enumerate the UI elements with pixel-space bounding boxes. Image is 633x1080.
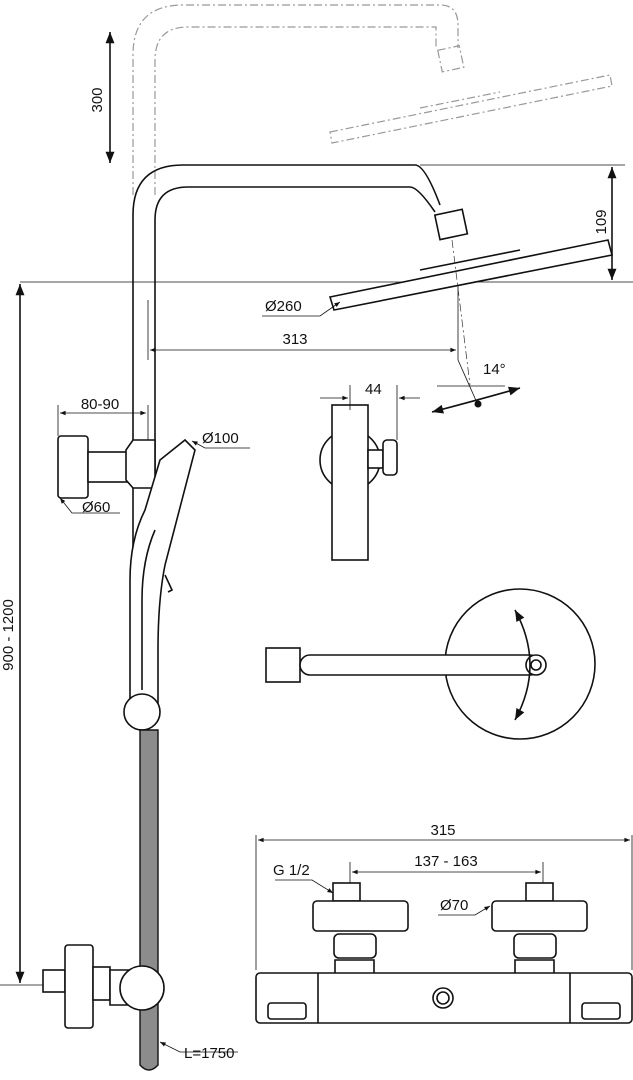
hose — [139, 729, 159, 1071]
side-view-bracket — [319, 404, 398, 561]
dim-inlet-spacing: 137 - 163 — [414, 853, 477, 870]
dim-head-diameter: Ø260 — [265, 298, 302, 315]
upper-wall-bracket — [57, 435, 156, 499]
dim-hose-length: L=1750 — [184, 1045, 234, 1062]
head-nut — [433, 208, 469, 241]
slide-holder — [123, 693, 161, 731]
overhead-shower-head — [328, 239, 613, 311]
lower-wall-connection — [42, 944, 165, 1029]
dim-arm-projection: 313 — [282, 331, 307, 348]
top-view-swivel — [265, 588, 596, 740]
dim-cover-diameter: Ø70 — [440, 897, 468, 914]
dim-tilt-angle: 14° — [483, 361, 506, 378]
dim-hand-shower-diameter: Ø100 — [202, 430, 239, 447]
dim-raise-height: 300 — [89, 87, 106, 112]
thermostatic-mixer — [255, 882, 633, 1024]
shower-riser — [132, 164, 613, 700]
dim-bracket-diameter: Ø60 — [82, 499, 110, 516]
dim-height-range: 900 - 1200 — [0, 599, 17, 671]
raised-position-outline — [132, 4, 613, 195]
dim-head-drop: 109 — [593, 209, 610, 234]
dim-handle-offset: 44 — [365, 381, 382, 398]
dim-bracket-projection: 80-90 — [81, 396, 119, 413]
dim-thread: G 1/2 — [273, 862, 310, 879]
hand-shower — [129, 438, 196, 721]
dim-mixer-width: 315 — [430, 822, 455, 839]
